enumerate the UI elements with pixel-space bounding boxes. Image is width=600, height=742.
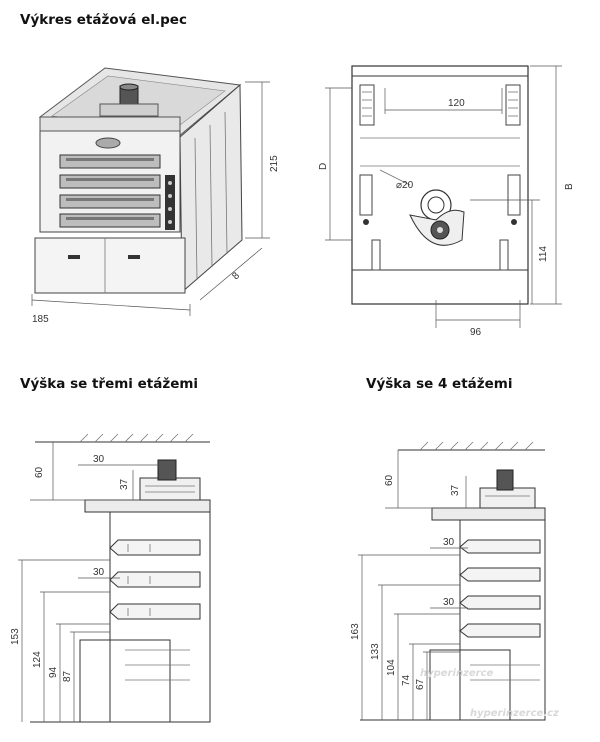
vent-grilles [359, 84, 521, 216]
dim-total-163: 163 [350, 623, 361, 640]
dim-height-D: D [318, 163, 329, 170]
dim-total-153: 153 [10, 628, 21, 645]
front-elevation-view: 120 ⌀20 D B 114 96 [318, 65, 575, 338]
dim-inner-width-120: 120 [448, 98, 465, 109]
dim-base-width-96: 96 [470, 327, 482, 338]
ceiling-hatch [79, 433, 194, 443]
deck-doors [459, 539, 541, 638]
isometric-oven-view: 215 8 185 [31, 67, 280, 325]
dim-124: 124 [32, 651, 43, 668]
fan-unit [479, 469, 536, 509]
dim-fan-height-114: 114 [538, 246, 549, 262]
dim-width-185: 185 [32, 314, 49, 325]
dim-offset-mid-30: 30 [93, 567, 105, 578]
dim-67: 67 [415, 678, 426, 690]
dim-radius-20: ⌀20 [396, 180, 414, 191]
three-tier-title: Výška se třemi etážemi [20, 376, 199, 392]
base-stand [79, 639, 171, 723]
dim-104: 104 [386, 659, 397, 676]
front-frame [351, 65, 529, 305]
three-tier-section: 60 30 37 30 153 124 94 87 [10, 433, 211, 723]
dim-height-215: 215 [269, 155, 280, 172]
oven-deck-doors [59, 154, 161, 228]
dim-height-B: B [564, 183, 575, 190]
base-cabinet [34, 237, 186, 294]
exhaust-fan [409, 189, 465, 246]
dim-74: 74 [401, 674, 412, 686]
fan-unit [139, 459, 201, 501]
dim-top-gap-60: 60 [384, 474, 395, 486]
drawing-title: Výkres etážová el.pec [20, 12, 187, 28]
dim-133: 133 [370, 643, 381, 660]
brand-badge [95, 137, 121, 149]
dim-87: 87 [62, 670, 73, 682]
deck-doors [109, 539, 201, 620]
ceiling-hatch [419, 441, 534, 451]
dim-fan-height-37: 37 [119, 478, 130, 490]
dim-94: 94 [48, 666, 59, 678]
dim-offset-top-30: 30 [93, 454, 105, 465]
four-tier-title: Výška se 4 etážemi [366, 376, 513, 392]
watermark-logo: hyperinzerce [420, 668, 494, 679]
watermark-url: hyperinzerce.cz [470, 708, 559, 719]
dim-fan-height-37: 37 [450, 484, 461, 496]
four-tier-section: 60 37 30 30 163 133 104 74 67 hyperinzer… [350, 441, 559, 721]
control-panel [165, 175, 175, 230]
dim-offset-a-30: 30 [443, 537, 455, 548]
dim-offset-b-30: 30 [443, 597, 455, 608]
dim-top-gap-60: 60 [34, 466, 45, 478]
dim-depth-8: 8 [230, 270, 242, 282]
